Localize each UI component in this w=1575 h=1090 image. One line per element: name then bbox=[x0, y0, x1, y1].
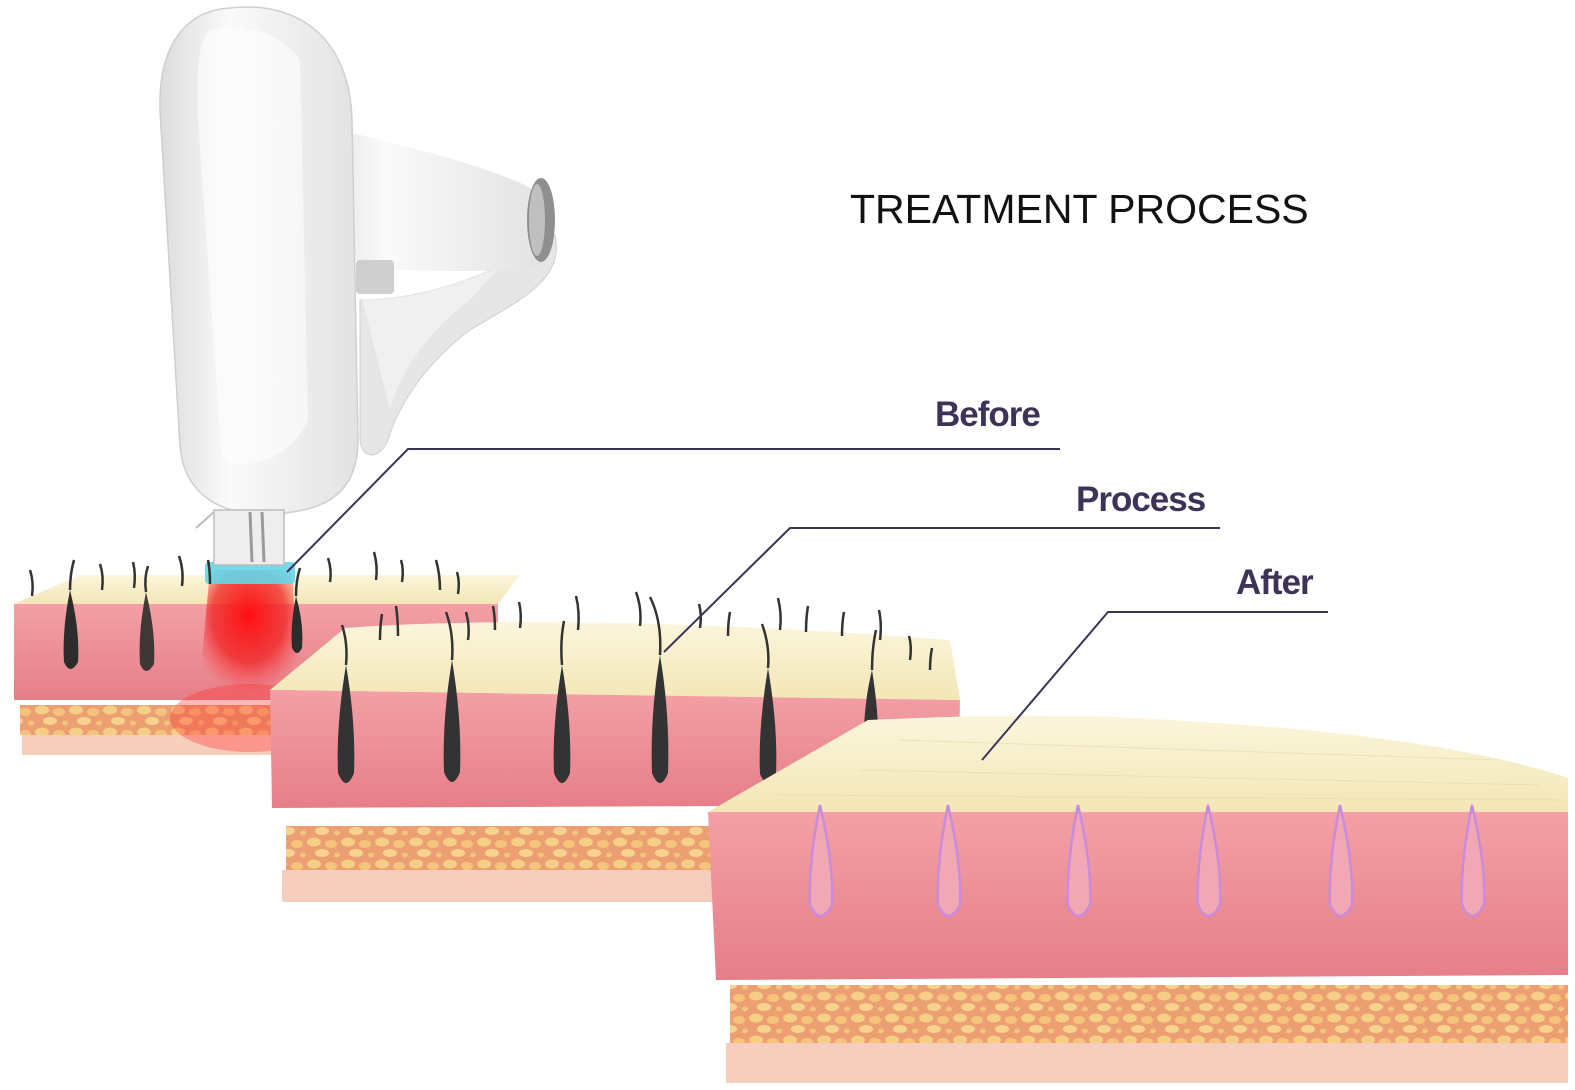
laser-handpiece-icon bbox=[160, 7, 556, 565]
page-title: TREATMENT PROCESS bbox=[850, 186, 1309, 233]
leader-line-before bbox=[287, 449, 1060, 572]
label-after: After bbox=[1236, 563, 1313, 603]
skin-block-after bbox=[708, 716, 1568, 1083]
label-process: Process bbox=[1076, 480, 1205, 520]
label-before: Before bbox=[935, 395, 1040, 435]
